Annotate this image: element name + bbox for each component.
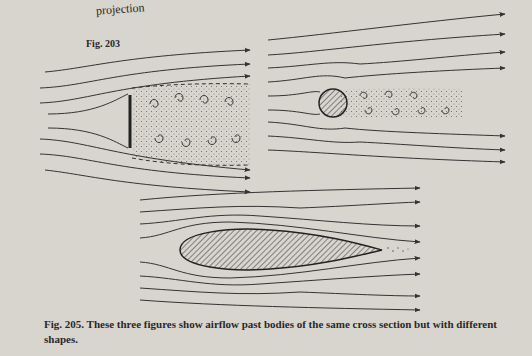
trailing-dots	[387, 247, 408, 252]
streamlines	[140, 188, 420, 310]
figure-caption: Fig. 205. These three figures show airfl…	[44, 317, 522, 347]
cylinder	[319, 89, 347, 117]
streamline	[48, 128, 128, 148]
eddies	[150, 94, 240, 147]
streamline	[268, 110, 320, 114]
streamlines	[40, 50, 250, 192]
wake-region	[132, 84, 250, 166]
eddies	[360, 91, 449, 115]
streamline	[48, 94, 128, 114]
figure-number: Fig. 203	[86, 38, 120, 49]
wake-region	[340, 88, 462, 118]
streamlines	[268, 14, 505, 162]
streamlined-body	[180, 229, 382, 270]
streamline	[268, 92, 320, 96]
flat-plate	[129, 95, 132, 148]
